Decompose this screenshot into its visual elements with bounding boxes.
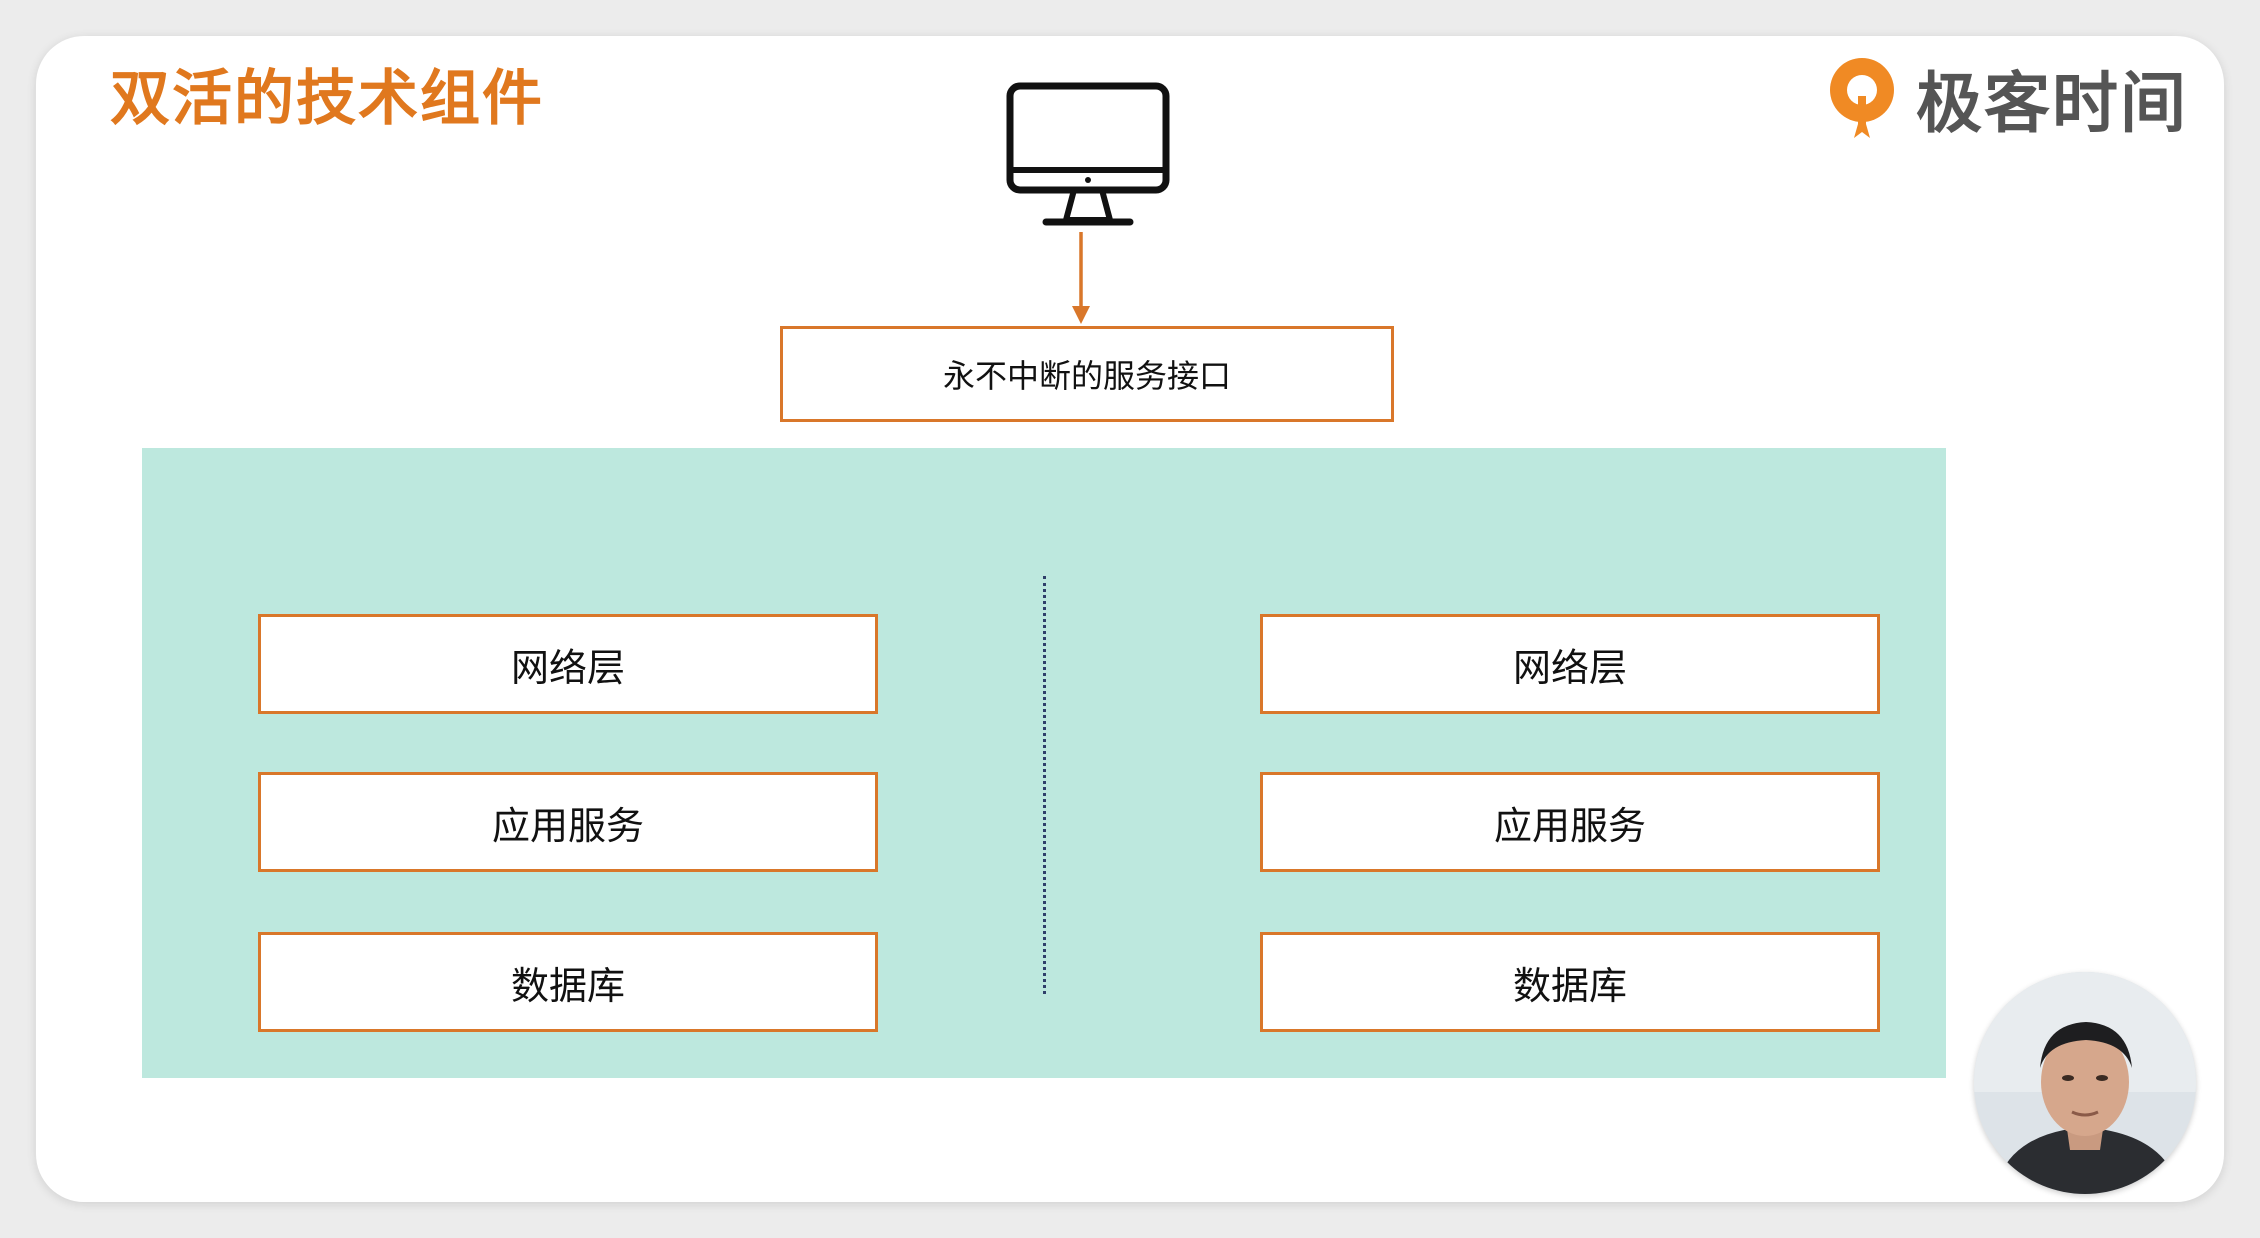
service-interface-box: 永不中断的服务接口 bbox=[780, 326, 1394, 422]
geektime-logo-icon bbox=[1830, 58, 1894, 138]
presenter-video bbox=[1974, 972, 2196, 1194]
right-network-layer-box: 网络层 bbox=[1260, 614, 1880, 714]
left-network-layer-box: 网络层 bbox=[258, 614, 878, 714]
right-database-box: 数据库 bbox=[1260, 932, 1880, 1032]
slide: 双活的技术组件 极客时间 永不中断的服务接口 网络层 应用服务 数据库 网络层 … bbox=[36, 36, 2224, 1202]
slide-title: 双活的技术组件 bbox=[110, 64, 544, 134]
arrow-down-icon bbox=[1072, 232, 1090, 324]
active-active-panel: 网络层 应用服务 数据库 网络层 应用服务 数据库 bbox=[142, 448, 1946, 1078]
brand: 极客时间 bbox=[1822, 48, 2188, 148]
left-app-service-box: 应用服务 bbox=[258, 772, 878, 872]
datacenter-divider bbox=[1043, 576, 1046, 994]
desktop-monitor-icon bbox=[1006, 82, 1170, 226]
right-app-service-box: 应用服务 bbox=[1260, 772, 1880, 872]
left-database-box: 数据库 bbox=[258, 932, 878, 1032]
brand-name: 极客时间 bbox=[1916, 65, 2188, 142]
presenter-avatar bbox=[1974, 972, 2196, 1194]
